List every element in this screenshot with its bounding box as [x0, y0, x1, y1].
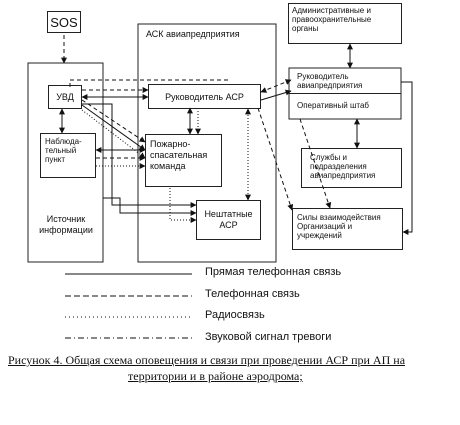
operativ-label: Оперативный штаб	[297, 101, 369, 110]
uvd-nesht	[82, 103, 197, 208]
nablyud-box: Наблюда- тельный пункт	[40, 133, 96, 178]
ruk-sily-dashed	[257, 107, 294, 211]
sos-box: SOS	[47, 11, 81, 33]
pozharno-label: Пожарно- спасательная команда	[150, 139, 208, 171]
uvd-top-dashed	[69, 79, 230, 87]
sluzhby-box: Службы и подразделения авиапредприятия	[301, 148, 402, 188]
pozharno-box: Пожарно- спасательная команда	[145, 134, 222, 187]
figure-caption-line1: Рисунок 4. Общая схема оповещения и связ…	[8, 353, 406, 367]
rukovoditel-asr-box: Руководитель АСР	[148, 84, 261, 109]
istochnik-label: Источник информации	[39, 214, 93, 235]
admin-box: Административные и правоохранительные ор…	[288, 3, 402, 44]
operativ-divider	[289, 93, 401, 94]
legend-dashdot-label: Звуковой сигнал тревоги	[205, 331, 332, 343]
uvd-box: УВД	[48, 85, 82, 109]
sos-label: SOS	[50, 14, 78, 30]
legend-dotted-label: Радиосвязь	[205, 309, 265, 321]
uvd-label: УВД	[56, 92, 74, 102]
sily-box: Силы взаимодействия Организаций и учрежд…	[292, 208, 403, 250]
legend-dashed-label: Телефонная связь	[205, 288, 300, 300]
rukovoditel-asr-label: Руководитель АСР	[165, 91, 244, 102]
uvd-pozharno-2	[81, 104, 146, 151]
nablyud-label: Наблюда- тельный пункт	[45, 137, 82, 164]
ruk-avia-label: Руководитель авиапредприятия	[297, 72, 363, 90]
ruk-ruk-avia-dashed	[260, 79, 292, 93]
figure-caption-line2: территории и в районе аэродрома;	[128, 369, 303, 383]
pozharno-nesht-dot	[169, 188, 197, 223]
ruk-ruk-avia-solid	[260, 89, 292, 101]
uvd-pozharno-1	[81, 99, 146, 143]
ask-frame	[137, 23, 277, 263]
ruk-avia-sily	[401, 81, 413, 235]
nesht-box: Нештатные АСР	[196, 200, 261, 240]
admin-label: Административные и правоохранительные ор…	[292, 6, 372, 33]
ask-title: АСК авиапредприятия	[146, 29, 240, 39]
nesht-label: Нештатные АСР	[204, 209, 253, 230]
legend-solid-label: Прямая телефонная связь	[205, 266, 342, 278]
sily-label: Силы взаимодействия Организаций и учрежд…	[297, 213, 381, 240]
ruk-avia-sily-dashed	[299, 118, 332, 209]
sluzhby-label: Службы и подразделения авиапредприятия	[310, 153, 376, 180]
